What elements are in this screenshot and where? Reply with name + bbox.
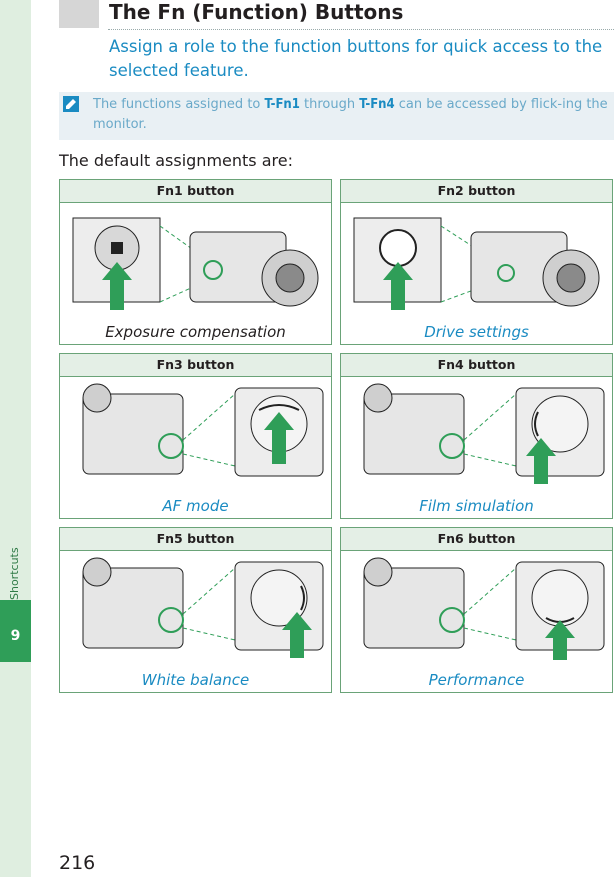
note-text: The functions assigned to T-Fn1 through … [93, 97, 608, 132]
fn1-caption: Exposure compensation [105, 323, 286, 341]
fn3-cell: Fn3 button AF mode [59, 353, 332, 519]
fn2-cell: Fn2 button Drive settings [340, 179, 613, 345]
fn1-cell: Fn1 button Exposure compensation [59, 179, 332, 345]
fn6-label: Fn6 button [341, 528, 612, 551]
note-box: The functions assigned to T-Fn1 through … [59, 92, 614, 140]
chapter-sidebar [0, 0, 31, 877]
page-subtitle: Assign a role to the function buttons fo… [109, 37, 603, 80]
fn3-camera-illustration [82, 383, 324, 477]
chapter-label: Shortcuts [8, 547, 21, 600]
fn2-caption: Drive settings [424, 323, 529, 341]
title-marker [59, 0, 99, 28]
title-divider [108, 29, 614, 30]
page-title: The Fn (Function) Buttons [109, 0, 404, 24]
chapter-number: 9 [10, 628, 21, 644]
fn5-label: Fn5 button [60, 528, 331, 551]
note-icon [63, 96, 79, 112]
fn5-camera-illustration [82, 557, 324, 658]
fn5-cell: Fn5 button White balance [59, 527, 332, 693]
fn4-label: Fn4 button [341, 354, 612, 377]
fn5-caption: White balance [141, 671, 250, 689]
fn3-caption: AF mode [162, 497, 229, 515]
fn4-caption: Film simulation [419, 497, 534, 515]
note-button-end: T-Fn4 [359, 97, 395, 112]
chapter-tab [0, 600, 31, 662]
fn2-label: Fn2 button [341, 180, 612, 203]
page-number: 216 [59, 852, 96, 874]
fn6-cell: Fn6 button Performance [340, 527, 613, 693]
note-button-start: T-Fn1 [264, 97, 300, 112]
fn4-cell: Fn4 button Film simulation [340, 353, 613, 519]
fn6-camera-illustration [363, 557, 605, 660]
fn4-camera-illustration [363, 383, 605, 484]
fn2-camera-illustration [353, 217, 600, 310]
fn3-label: Fn3 button [60, 354, 331, 377]
fn6-caption: Performance [428, 671, 525, 689]
fn1-camera-illustration [72, 217, 319, 310]
fn1-label: Fn1 button [60, 180, 331, 203]
intro-text: The default assignments are: [59, 151, 293, 170]
